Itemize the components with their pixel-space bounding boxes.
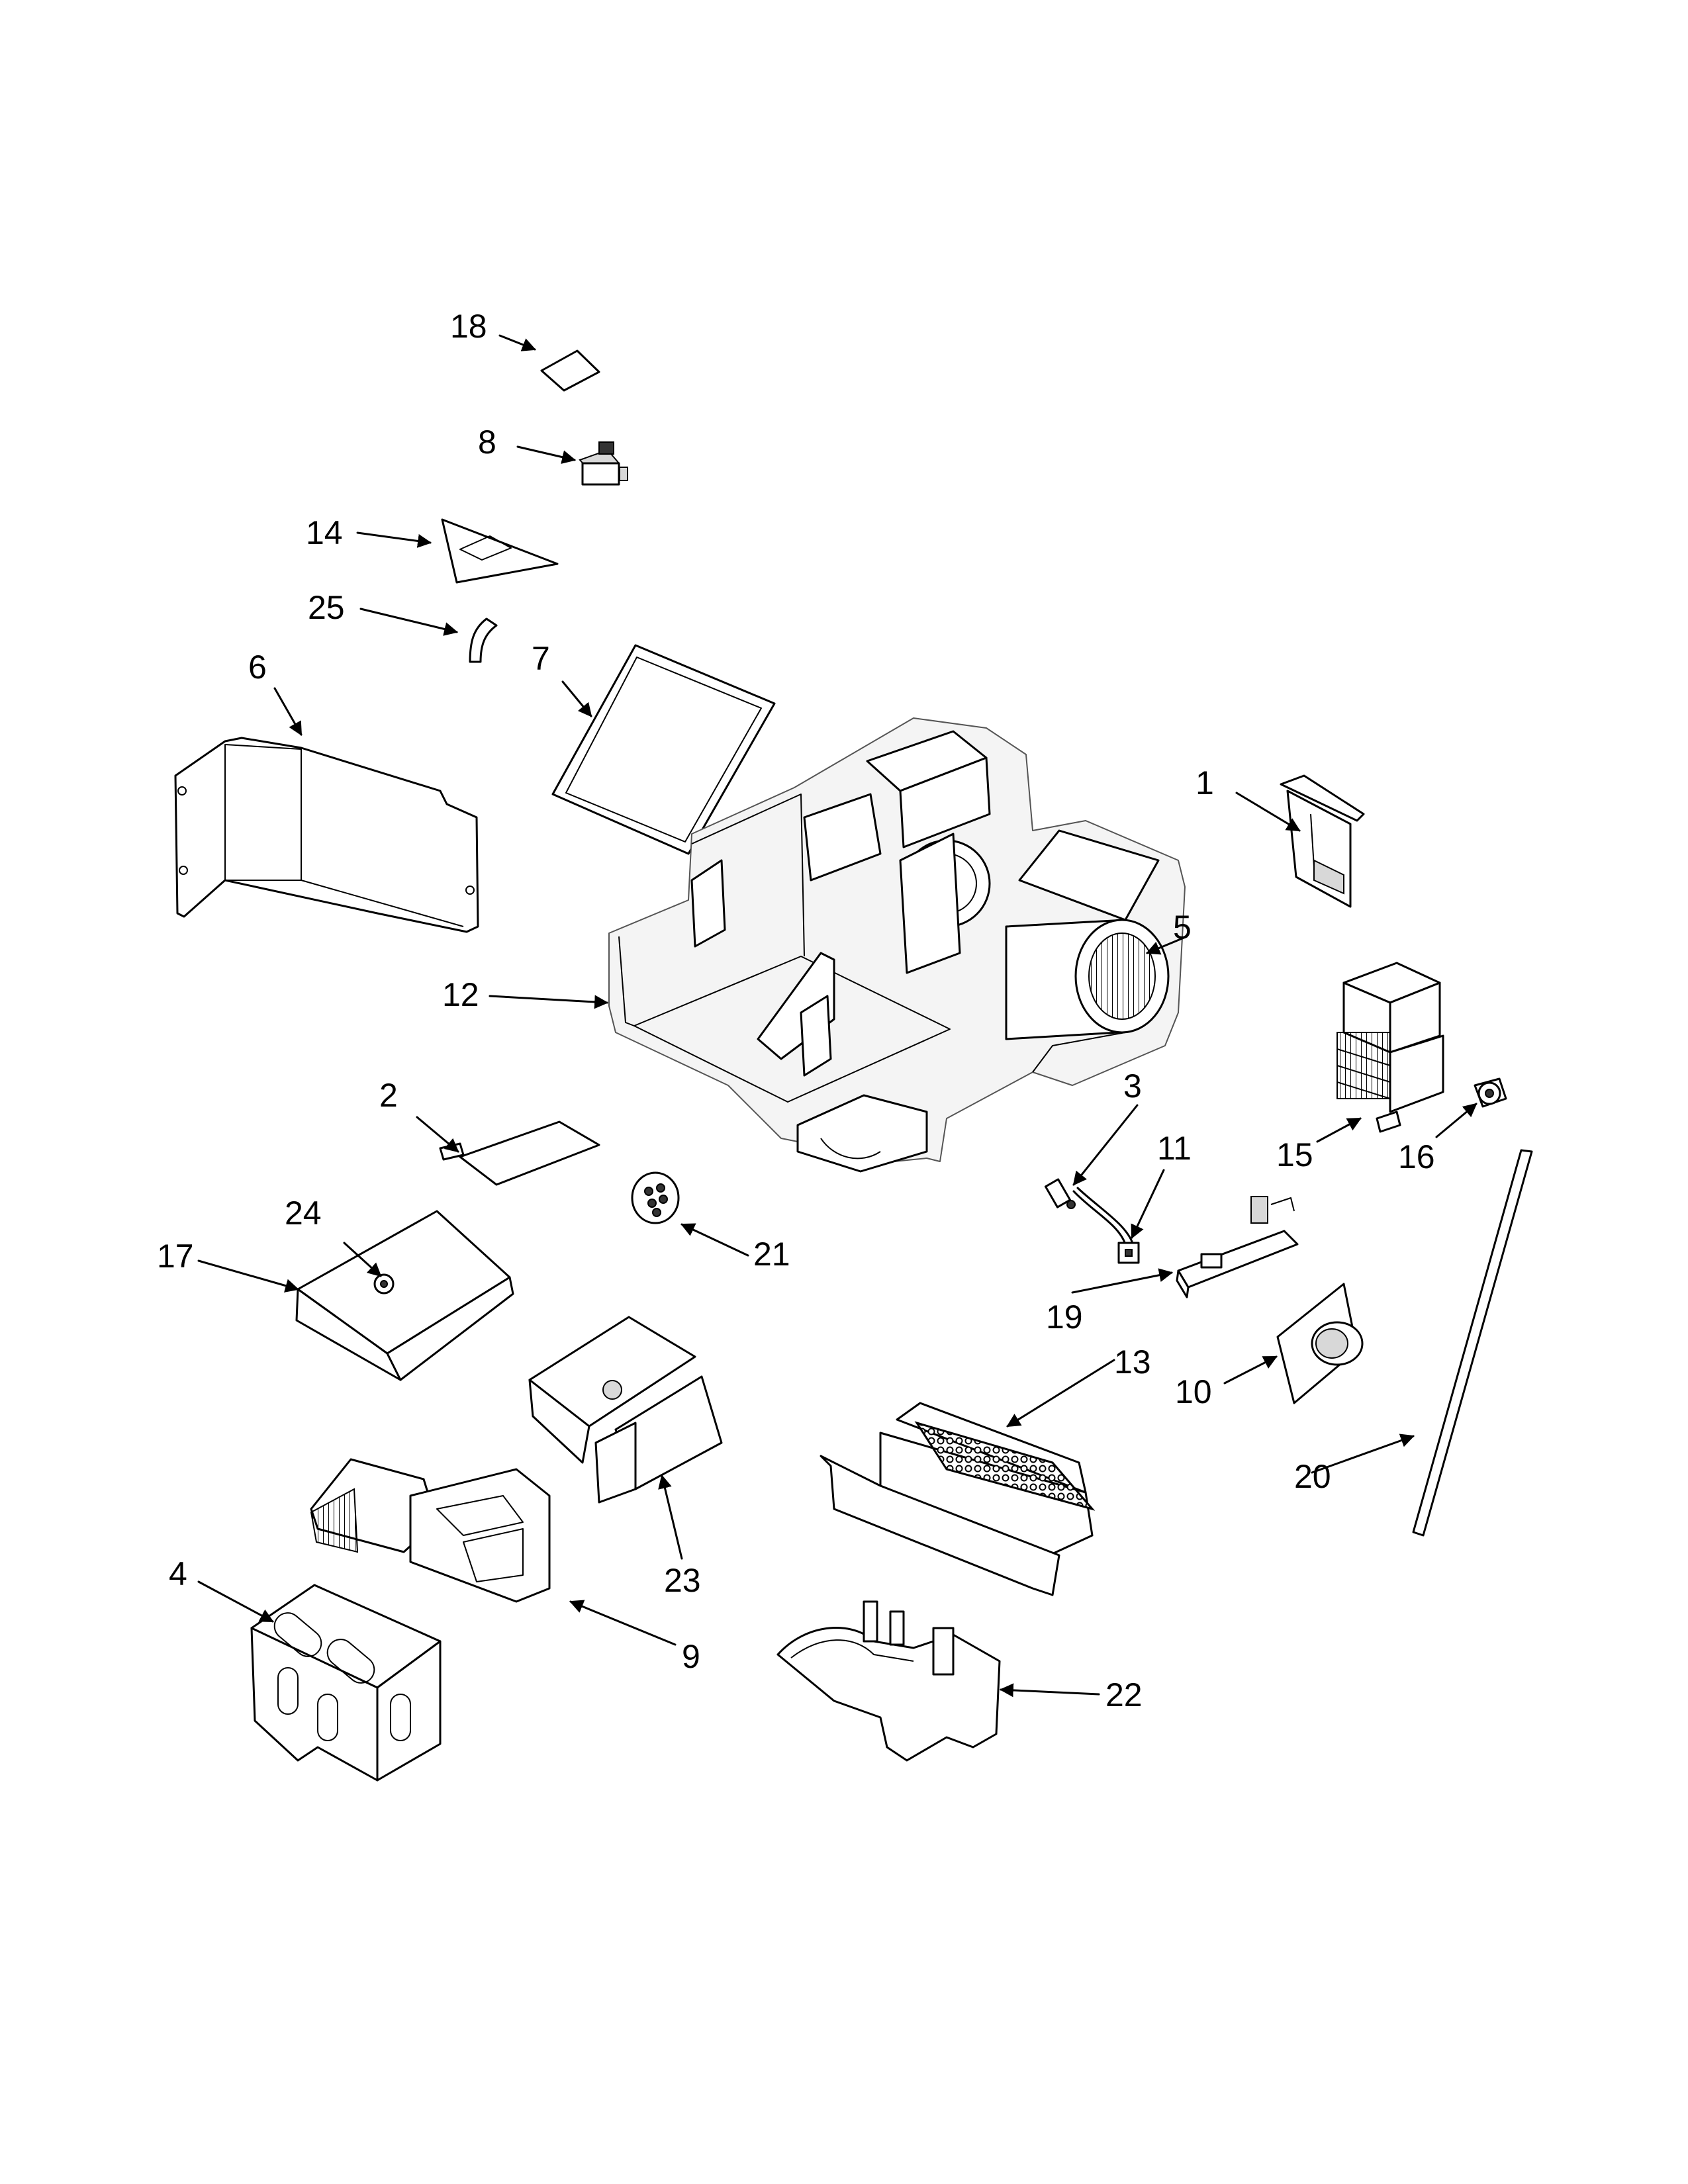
part-16-thermostat[interactable] (1474, 1077, 1507, 1108)
part-2-sheet[interactable] (439, 1120, 600, 1186)
callout-22: 22 (1105, 1676, 1143, 1713)
callout-2: 2 (379, 1077, 398, 1114)
part-24-component[interactable] (373, 1273, 395, 1295)
callout-16: 16 (1398, 1138, 1435, 1175)
part-18-label[interactable] (540, 349, 600, 392)
callout-17: 17 (157, 1238, 194, 1275)
callout-1: 1 (1196, 764, 1214, 801)
part-21-holder[interactable] (631, 1171, 680, 1224)
callout-10: 10 (1175, 1373, 1212, 1410)
callout-5: 5 (1173, 909, 1192, 946)
part-17-cover[interactable] (295, 1210, 514, 1381)
part-25-tube[interactable] (469, 617, 498, 663)
part-11-wire-harness[interactable] (1072, 1187, 1140, 1264)
part-13-grille-tray[interactable] (820, 1402, 1096, 1596)
leader-arrows (197, 334, 1477, 1698)
callout-3: 3 (1123, 1068, 1142, 1105)
callout-7: 7 (532, 640, 550, 677)
part-22-channel[interactable] (776, 1600, 1001, 1762)
callout-20: 20 (1294, 1458, 1331, 1495)
callout-14: 14 (306, 514, 343, 551)
part-20-rod[interactable] (1412, 1149, 1533, 1537)
part-23-bracket[interactable] (528, 1316, 723, 1504)
callout-24: 24 (285, 1195, 322, 1232)
callout-18: 18 (450, 308, 487, 345)
callout-11: 11 (1157, 1130, 1192, 1167)
callout-21: 21 (753, 1236, 790, 1273)
part-14-shield[interactable] (441, 518, 559, 584)
part-19-board[interactable] (1176, 1196, 1299, 1298)
callout-19: 19 (1046, 1298, 1083, 1336)
part-1-bracket[interactable] (1280, 774, 1365, 908)
callout-6: 6 (248, 649, 267, 686)
callout-9: 9 (682, 1638, 700, 1675)
callout-13: 13 (1114, 1343, 1151, 1381)
callout-12: 12 (442, 976, 479, 1013)
part-7-frame[interactable] (551, 644, 776, 855)
part-4-shield-box[interactable] (250, 1584, 442, 1782)
part-8-connector[interactable] (579, 441, 628, 486)
callout-numbers: 18 8 14 25 6 7 1 5 12 2 3 11 15 16 21 24… (157, 308, 1435, 1713)
callout-15: 15 (1276, 1136, 1313, 1173)
part-9-duct[interactable] (310, 1458, 551, 1603)
part-3-lamp-socket[interactable] (1044, 1178, 1076, 1209)
callout-8: 8 (478, 424, 496, 461)
callout-23: 23 (664, 1562, 701, 1599)
part-10-light[interactable] (1276, 1283, 1364, 1404)
part-15-transformer[interactable] (1336, 962, 1444, 1133)
part-12-air-duct-housing[interactable] (608, 717, 1186, 1173)
part-6-cover-panel[interactable] (174, 737, 479, 933)
callout-25: 25 (308, 589, 345, 626)
callout-4: 4 (169, 1555, 187, 1592)
